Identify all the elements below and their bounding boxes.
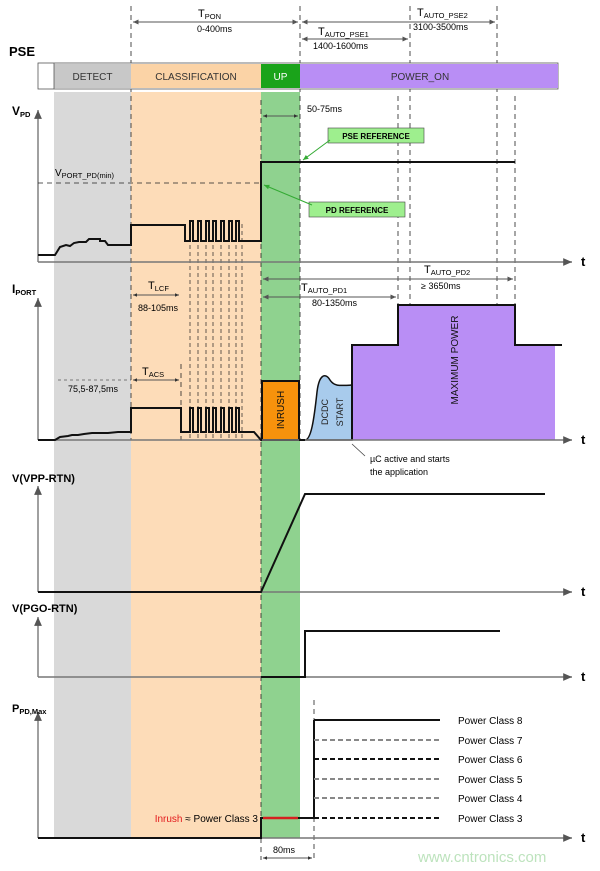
pse-phase-detect (54, 64, 131, 88)
pse-phase-classification (131, 64, 261, 88)
tlcf-label: TLCF (148, 280, 169, 293)
vpd-waveform (38, 161, 515, 256)
inrush-label: INRUSH (276, 391, 287, 429)
vpp-time-label: t (581, 584, 586, 599)
tlcf-range: 88-105ms (138, 303, 179, 313)
pse-phase-detect-label: DETECT (73, 72, 113, 83)
class-4-label: Power Class 4 (458, 794, 523, 805)
class-5-label: Power Class 5 (458, 775, 523, 786)
detect-band (54, 92, 131, 838)
pd-reference-label: PD REFERENCE (326, 206, 389, 215)
tpd1-label: TAUTO_PD1 (301, 282, 347, 295)
iport-classification-waveform (38, 407, 262, 441)
tpon-range: 0-400ms (197, 24, 233, 34)
uc-callout-line (351, 443, 366, 457)
tpd1-range: 80-1350ms (312, 298, 358, 308)
tacs-label: TACS (142, 366, 164, 379)
pse-reference-label: PSE REFERENCE (342, 132, 410, 141)
dcdc-start-region (304, 375, 353, 441)
pse-reference-arrow (302, 139, 331, 161)
pgo-waveform (261, 630, 500, 678)
pse-reference-box (327, 127, 425, 144)
iport-time-label: t (581, 432, 586, 447)
class-8-label: Power Class 8 (458, 716, 523, 727)
vpp-axis-label: V(VPP-RTN) (12, 473, 75, 485)
tpd2-label: TAUTO_PD2 (424, 264, 470, 277)
vpd-axis-label: VPD (12, 104, 31, 119)
tacs-range: 75,5-87,5ms (68, 384, 119, 394)
uc-active-label: µC active and starts (370, 454, 450, 464)
pse-phase-power-on-label: POWER_ON (391, 72, 449, 83)
class-7-label: Power Class 7 (458, 736, 523, 747)
pse-phase-classification-label: CLASSIFICATION (155, 72, 237, 83)
classification-pulse-guides (189, 224, 243, 440)
dcdc-label: DCDC (320, 399, 330, 425)
start-label: START (335, 397, 345, 426)
watermark: www.cntronics.com (417, 849, 546, 866)
ppd-time-label: t (581, 830, 586, 845)
pd-reference-box (308, 201, 406, 218)
vport-min-label: VPORT_PD(min) (55, 168, 115, 180)
up-band (261, 92, 300, 838)
iport-power-on-waveform (351, 304, 562, 440)
vpd-axes (34, 110, 572, 266)
pse-phase-power-on (300, 64, 558, 88)
tpse1-label: TAUTO_PSE1 (318, 26, 369, 39)
class-3-label: Power Class 3 (458, 814, 523, 825)
classification-band (131, 92, 261, 838)
maximum-power-region (352, 305, 555, 440)
uc-application-label: the application (370, 467, 428, 477)
inrush-class-label: Inrush ≈ Power Class 3 (155, 814, 259, 825)
class-6-label: Power Class 6 (458, 755, 523, 766)
tpse2-range: 3100-3500ms (413, 22, 469, 32)
tpd2-range: ≥ 3650ms (421, 281, 461, 291)
tpse1-range: 1400-1600ms (313, 41, 369, 51)
pse-phase-up (261, 64, 300, 88)
pd-reference-arrow (263, 184, 313, 206)
tpon-label: TPON (198, 8, 221, 21)
vpp-waveform (38, 493, 545, 593)
t50-75-label: 50-75ms (307, 104, 343, 114)
ppd-axis-label: PPD,Max (12, 703, 47, 716)
pgo-axis-label: V(PGO-RTN) (12, 603, 78, 615)
pse-phase-up-label: UP (274, 72, 288, 83)
iport-axis-label: IPORT (12, 282, 37, 297)
vpd-time-label: t (581, 254, 586, 269)
top-timing-arrows (133, 19, 495, 42)
maximum-power-label: MAXIMUM POWER (450, 316, 461, 405)
tpse2-label: TAUTO_PSE2 (417, 7, 468, 20)
t80-label: 80ms (273, 845, 296, 855)
pgo-time-label: t (581, 669, 586, 684)
pse-label: PSE (9, 44, 35, 59)
